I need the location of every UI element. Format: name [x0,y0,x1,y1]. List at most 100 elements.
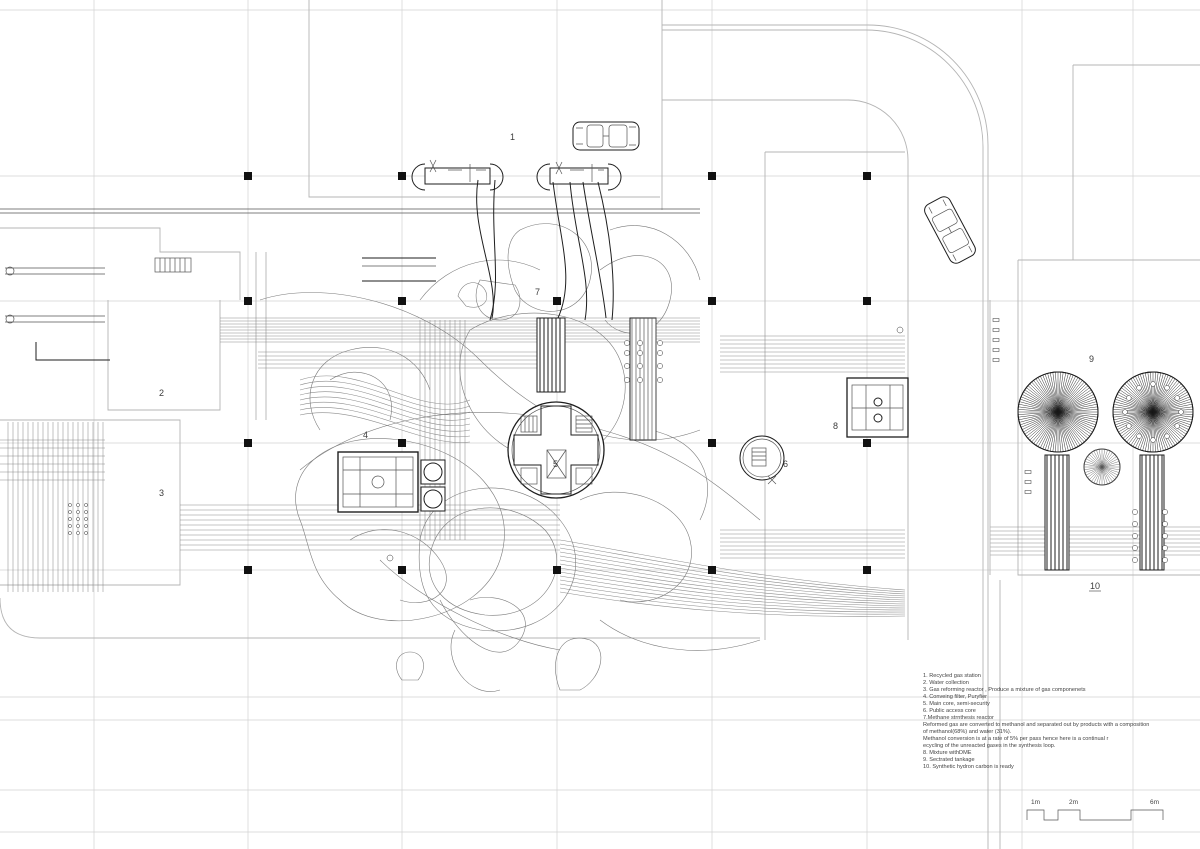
tank-hatch-line [1057,389,1092,413]
pipe-curve [559,547,906,595]
scale-label: 2m [1069,799,1078,806]
valve-fitting [1024,480,1032,484]
tank-hatch-line [1126,411,1154,443]
tank-nozzle [1174,423,1180,429]
tank-hatch-line [1049,372,1059,413]
pipe-curve [559,587,906,615]
valve-fitting [992,348,1000,352]
dme-housing [846,377,909,438]
tank-hatch-line [1152,411,1156,452]
organic-form-curve [609,225,701,281]
valve-fitting [68,524,72,528]
access-core-ring [739,435,785,481]
dme-inner [851,384,904,431]
legend-line: 8. Mixture withDME [923,750,972,756]
tank-hatch-line [1055,411,1059,452]
tank-hatch-line [1057,411,1085,443]
label-synthetic-hydrocarbon: 10 [1090,581,1100,591]
valve-fitting [896,326,904,334]
access-core-inner-ring [742,438,782,478]
valve-fitting [84,517,88,521]
structural-columns [244,172,871,574]
legend-line: 5. Main core, semi-security [923,701,990,707]
organic-form-curve [396,651,424,681]
tank-hatch-line [1057,373,1069,413]
tank-hatch-line [1057,411,1083,444]
access-stair [751,447,767,467]
valve-fitting [68,517,72,521]
tank-hatch-line [1152,411,1180,443]
access-stair-treads [752,451,777,485]
tank-hatch-line [1033,411,1059,444]
valve-fitting [992,338,1000,342]
pipe-curve [299,375,471,405]
organic-form-curve [428,507,557,616]
tank-hatch-line [1152,372,1162,413]
core-stair-treads [524,416,534,432]
tank-pipe-riser [1044,454,1070,571]
public-access-core [739,435,785,485]
tank-hatch-line [1057,372,1064,413]
tank-hatch-line [1085,466,1103,476]
structural-column [863,297,871,305]
tank-hatch-line [1087,456,1103,468]
valve-fitting [1024,470,1032,474]
valve-fitting [624,377,630,383]
tank-hatch-line [1139,411,1154,450]
organic-form-curve [295,438,505,622]
tank-hatch-line [1047,411,1059,451]
tank-hatch-line [1132,411,1154,447]
tank-hatch-line [1152,411,1171,448]
tank-hatch-line [1023,411,1059,433]
collection-outline [35,342,110,361]
tank-hatch-line [1135,411,1154,448]
legend-line: 4. Conveing filter, Puryfier [923,694,987,700]
valve-fitting [84,510,88,514]
station-unit-left [424,167,491,185]
pipe-curve [559,559,906,601]
pipe-curve [299,401,471,432]
tank-hatch-line [1057,411,1090,437]
tank-hatch-line [1152,411,1174,447]
scale-label: 6m [1150,799,1159,806]
tank-hatch-line [1057,391,1093,413]
tank-hatch-line [1033,380,1059,413]
valve-fitting [76,503,80,507]
tank-nozzle [1164,385,1170,391]
tank-hatch-line [1152,411,1184,439]
tank-hatch-line [1018,411,1059,415]
tank-hatch-line [1119,389,1154,413]
tank-hatch-line [1152,391,1188,413]
core-room [520,467,538,485]
valve-fitting [992,318,1000,322]
tank-hatch-line [1091,466,1103,482]
tank-nozzle [1126,423,1132,429]
legend-line: 10. Synthetic hydron carbon is ready [923,764,1014,770]
tank-hatch-line [1152,411,1189,430]
tank-hatch-line [1130,411,1154,446]
tank-hatch-line [1101,466,1108,485]
pipe-curve [559,563,906,603]
structural-column [398,297,406,305]
tank-hatch-line [1019,411,1059,423]
valve-fittings [68,318,1168,563]
structural-column [244,566,252,574]
purifier-drum [423,489,443,509]
road-curve-outer [662,24,989,849]
valve-fitting [1132,545,1138,551]
tank-yard-outline [1017,259,1200,576]
tank-hatch-line [1101,466,1113,482]
tank-hatch-line [1042,411,1059,450]
tank-hatch-line [1152,387,1185,413]
legend-line: 6. Public access core [923,708,976,714]
tank-hatch-line [1122,411,1154,439]
tank-nozzle [1126,395,1132,401]
tank-hatch-line [1029,411,1059,441]
tank-hatch-line [1040,376,1059,413]
label-sectrated-tankage: 9 [1089,354,1094,364]
tank-hatch-line [1027,411,1059,439]
tank-hatch-line [1057,374,1072,413]
tank-hatch-line [1101,466,1117,478]
organic-reactor-forms [259,223,761,692]
tank-hatch-line [1057,411,1097,423]
